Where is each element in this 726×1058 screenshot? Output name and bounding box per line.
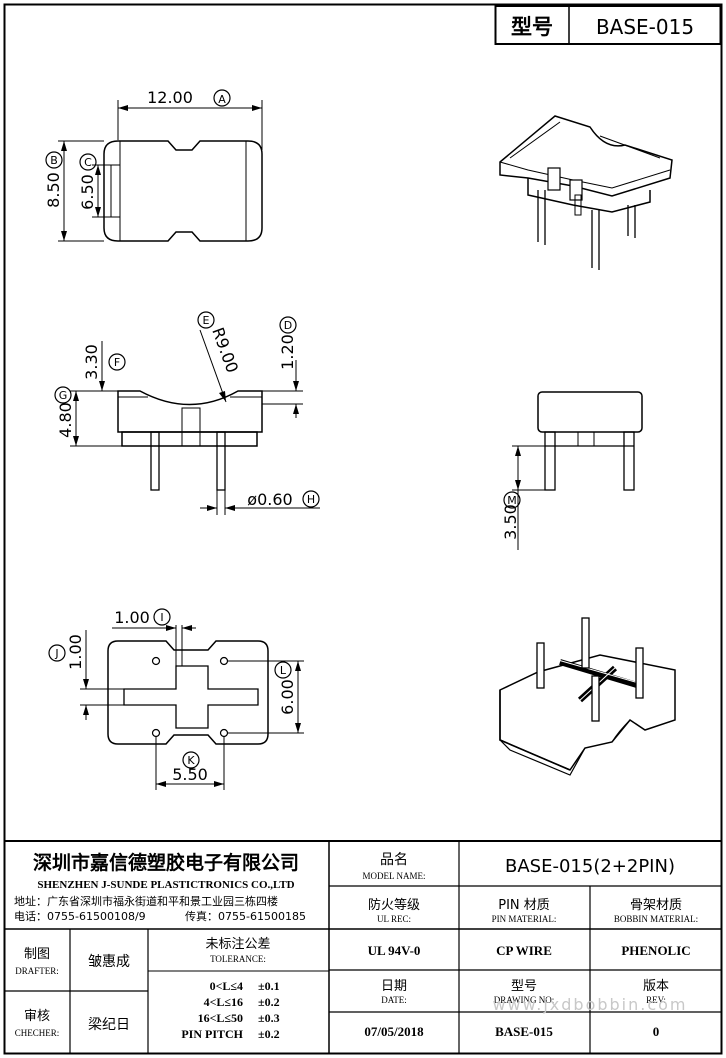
ul-label-cn: 防火等级	[368, 897, 420, 913]
dim-j-tag: J	[54, 647, 58, 660]
tolerance-range-4: PIN PITCH	[181, 1027, 243, 1041]
side-view	[537, 391, 643, 491]
dim-l-value: 6.00	[278, 679, 297, 715]
dim-h-value: ø0.60	[247, 490, 292, 509]
header-model-label: 型号	[511, 15, 553, 39]
tolerance-range-1: 0<L≤4	[210, 979, 243, 993]
dim-k: 5.50 K	[155, 737, 225, 790]
dim-j-value: 1.00	[66, 634, 85, 670]
pin-material-label-en: PIN MATERIAL:	[492, 914, 557, 924]
pin-material-value: CP WIRE	[496, 943, 552, 958]
pin-material-label-cn: PIN 材质	[498, 898, 550, 913]
company-phone: 电话：0755-61500108/9	[14, 910, 146, 923]
dim-l: 6.00 L	[228, 660, 304, 734]
model-name-label-en: MODEL NAME:	[363, 871, 426, 881]
company-name-en: SHENZHEN J-SUNDE PLASTICTRONICS CO.,LTD	[37, 879, 294, 891]
dim-b-value: 8.50	[44, 172, 63, 208]
dim-c-value: 6.50	[78, 174, 97, 210]
dim-k-value: 5.50	[172, 765, 208, 784]
dim-e-tag: E	[203, 314, 210, 327]
bobbin-material-label-cn: 骨架材质	[630, 898, 682, 913]
rev-label-cn: 版本	[643, 979, 669, 994]
tolerance-label-cn: 未标注公差	[205, 937, 270, 952]
tolerance-range-3: 16<L≤50	[198, 1011, 243, 1025]
header-model-box: 型号 BASE-015	[494, 5, 722, 45]
date-label-cn: 日期	[381, 979, 407, 994]
header-model-value: BASE-015	[596, 15, 694, 39]
dim-a-value: 12.00	[147, 88, 193, 107]
tolerance-label-en: TOLERANCE:	[210, 954, 266, 964]
company-address: 地址：广东省深圳市福永街道和平和景工业园三栋四楼	[14, 894, 278, 908]
dim-i: 1.00 I	[112, 608, 196, 666]
dim-i-value: 1.00	[114, 608, 150, 627]
front-view	[117, 390, 263, 491]
tolerance-value-2: ±0.2	[258, 995, 280, 1009]
drafter-label-en: DRAFTER:	[15, 966, 59, 976]
isometric-top-view	[499, 115, 673, 270]
dim-c: 6.50 C	[78, 153, 111, 218]
dim-g: 4.80 G	[54, 386, 122, 447]
ul-label-en: UL REC:	[377, 914, 411, 924]
watermark: www.jxdbobbin.com	[492, 995, 687, 1014]
dim-d: 1.20 D	[262, 316, 303, 418]
bobbin-material-label-en: BOBBIN MATERIAL:	[614, 914, 698, 924]
title-block: 深圳市嘉信德塑胶电子有限公司 SHENZHEN J-SUNDE PLASTICT…	[4, 840, 722, 1053]
company-name-cn: 深圳市嘉信德塑胶电子有限公司	[33, 851, 299, 874]
drawing-no-label-cn: 型号	[511, 979, 537, 994]
dim-c-tag: C	[84, 156, 92, 169]
dim-g-value: 4.80	[56, 402, 75, 438]
dim-k-tag: K	[187, 754, 195, 767]
checker-label-cn: 审核	[24, 1009, 50, 1024]
isometric-bottom-view	[499, 617, 676, 776]
dim-h-tag: H	[307, 493, 315, 506]
tolerance-value-3: ±0.3	[258, 1011, 280, 1025]
dim-m-value: 3.50	[501, 504, 520, 540]
ul-value: UL 94V-0	[368, 943, 421, 958]
checker-name: 梁纪日	[88, 1017, 130, 1033]
date-label-en: DATE:	[381, 995, 407, 1005]
bobbin-material-value: PHENOLIC	[621, 943, 690, 958]
dim-a-tag: A	[218, 93, 226, 106]
tolerance-value-1: ±0.1	[258, 979, 280, 993]
dim-f: 3.30 F	[82, 341, 126, 392]
sheet-border	[3, 3, 723, 1055]
top-view	[103, 140, 263, 242]
dim-i-tag: I	[160, 611, 163, 624]
dim-h: ø0.60 H	[200, 490, 320, 515]
dim-g-tag: G	[59, 389, 68, 402]
dim-l-tag: L	[280, 664, 287, 677]
drafter-name: 皱惠成	[88, 954, 130, 970]
tolerance-range-2: 4<L≤16	[204, 995, 243, 1009]
dim-m-tag: M	[507, 494, 517, 507]
dim-e: R9.00 E	[197, 311, 242, 403]
date-value: 07/05/2018	[364, 1024, 424, 1039]
dim-d-value: 1.20	[278, 334, 297, 370]
dim-a: 12.00 A	[117, 88, 263, 150]
model-name-value: BASE-015(2+2PIN)	[505, 856, 675, 877]
dim-b: 8.50 B	[44, 140, 104, 242]
tolerance-value-4: ±0.2	[258, 1027, 280, 1041]
company-fax: 传真：0755-61500185	[185, 909, 306, 923]
dim-j: 1.00 J	[48, 630, 124, 720]
model-name-label-cn: 品名	[380, 852, 408, 868]
rev-label-en: REV:	[646, 995, 666, 1005]
drawing-no-label-en: DRAWING NO:	[494, 995, 555, 1005]
dim-m: 3.50 M	[501, 445, 545, 550]
drawing-no-value: BASE-015	[495, 1024, 553, 1039]
dim-b-tag: B	[50, 154, 58, 167]
dim-f-value: 3.30	[82, 344, 101, 380]
drafter-label-cn: 制图	[24, 947, 50, 962]
dim-f-tag: F	[114, 356, 120, 369]
rev-value: 0	[653, 1024, 660, 1039]
checker-label-en: CHECHER:	[15, 1028, 60, 1038]
dim-d-tag: D	[284, 319, 292, 332]
bottom-view	[107, 640, 269, 745]
